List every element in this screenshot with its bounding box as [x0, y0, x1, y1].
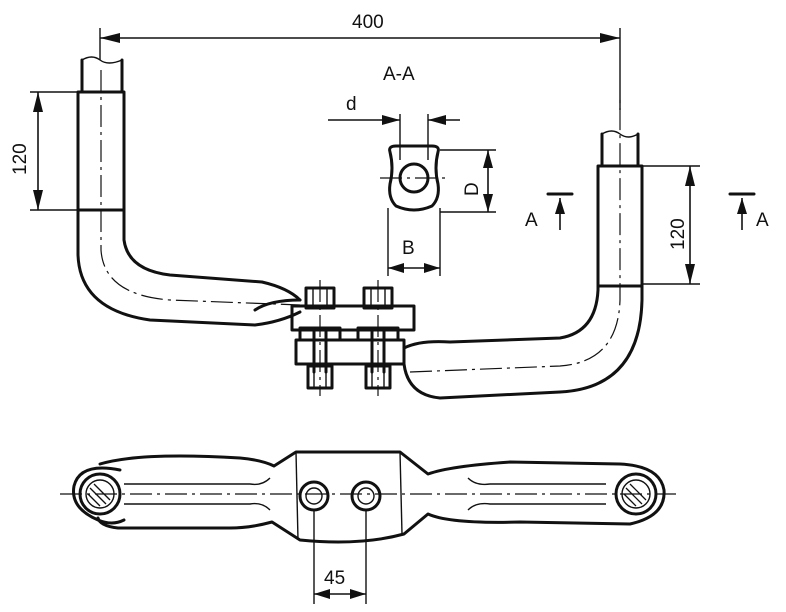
- left-arm: [76, 56, 302, 327]
- dimension-overall-length: 400: [99, 12, 621, 110]
- section-marker-right: A: [728, 192, 769, 231]
- section-title: A-A: [383, 64, 415, 85]
- right-height-label: 120: [668, 218, 689, 250]
- section-a-a: A-A d D B: [328, 64, 496, 276]
- dim-d-label: d: [346, 94, 357, 115]
- clamp-assembly: [290, 280, 416, 396]
- left-height-label: 120: [10, 143, 31, 175]
- dim-B-label: B: [402, 238, 415, 259]
- dim-D-label: D: [462, 182, 483, 196]
- overall-length-label: 400: [352, 12, 384, 33]
- plan-view: [60, 450, 676, 544]
- section-mark-right-label: A: [756, 210, 769, 231]
- right-arm: [402, 100, 644, 400]
- bolt-spacing-label: 45: [324, 568, 345, 589]
- dimension-left-height: 120: [10, 91, 78, 211]
- section-mark-left-label: A: [525, 210, 538, 231]
- dimension-bolt-spacing: 45: [313, 510, 367, 604]
- section-marker-left: A: [525, 192, 574, 231]
- dimension-right-height: 120: [642, 165, 700, 285]
